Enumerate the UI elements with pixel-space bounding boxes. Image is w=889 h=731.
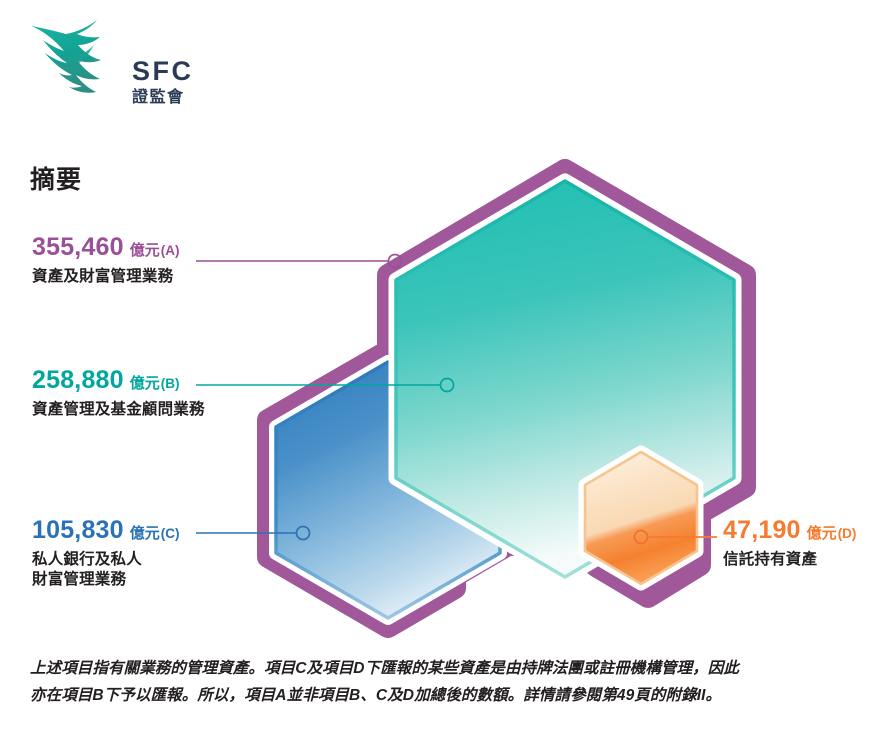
callout-b-description: 資產管理及基金顧問業務	[32, 401, 205, 418]
page-title: 摘要	[30, 166, 83, 194]
callout-d: 47,190 億元(D) 信託持有資產	[723, 518, 856, 570]
leader-line-d	[633, 529, 717, 545]
callout-c: 105,830 億元(C) 私人銀行及私人 財富管理業務	[32, 518, 180, 590]
callout-d-amount: 47,190	[723, 516, 801, 544]
wordmark-en: SFC	[132, 56, 194, 86]
hexagon-private-banking	[269, 355, 507, 625]
sfc-eagle-logo-icon	[28, 18, 120, 94]
sfc-wordmark: SFC 證監會	[132, 58, 272, 109]
purple-outline-ring	[257, 159, 756, 638]
callout-b-tag: (B)	[160, 376, 180, 391]
callout-c-tag: (C)	[160, 526, 180, 541]
sfc-logo: SFC 證監會	[28, 18, 278, 110]
leader-line-c	[196, 525, 311, 541]
callout-c-amount-row: 105,830 億元(C)	[32, 518, 180, 543]
callout-a-amount-row: 355,460 億元(A)	[32, 235, 180, 260]
connector-dot-a	[387, 253, 403, 269]
connector-dot-b	[439, 377, 455, 393]
callout-c-description: 私人銀行及私人 財富管理業務	[32, 551, 142, 588]
hexagon-asset-management	[388, 173, 742, 585]
callout-d-description: 信託持有資產	[723, 551, 818, 568]
callout-a-description: 資產及財富管理業務	[32, 268, 174, 285]
hexagon-trust-assets	[578, 445, 704, 591]
callout-b: 258,880 億元(B) 資產管理及基金顧問業務	[32, 368, 205, 420]
leader-line-b	[196, 377, 455, 393]
callout-a: 355,460 億元(A) 資產及財富管理業務	[32, 235, 180, 287]
callout-b-amount: 258,880	[32, 366, 124, 394]
callout-d-unit: 億元	[806, 525, 837, 542]
footnote-line-1: 上述項目指有關業務的管理資產。項目C及項目D下匯報的某些資產是由持牌法團或註冊機…	[30, 660, 739, 677]
callout-b-amount-row: 258,880 億元(B)	[32, 368, 205, 393]
callout-a-amount: 355,460	[32, 233, 124, 261]
callout-c-amount: 105,830	[32, 516, 124, 544]
callout-d-amount-row: 47,190 億元(D)	[723, 518, 856, 543]
callout-a-unit: 億元	[129, 242, 160, 259]
callout-a-tag: (A)	[160, 243, 180, 258]
footnote-line-2: 亦在項目B下予以匯報。所以，項目A並非項目B、C及D加總後的數額。詳情請參閱第4…	[30, 687, 722, 705]
leader-line-a	[196, 253, 403, 269]
callout-b-unit: 億元	[129, 375, 160, 392]
footnote: 上述項目指有關業務的管理資產。項目C及項目D下匯報的某些資產是由持牌法團或註冊機…	[30, 655, 860, 709]
connector-dot-d	[633, 529, 649, 545]
callout-d-tag: (D)	[837, 526, 857, 541]
callout-c-unit: 億元	[129, 525, 160, 542]
connector-dot-c	[295, 525, 311, 541]
wordmark-zh: 證監會	[132, 89, 185, 106]
